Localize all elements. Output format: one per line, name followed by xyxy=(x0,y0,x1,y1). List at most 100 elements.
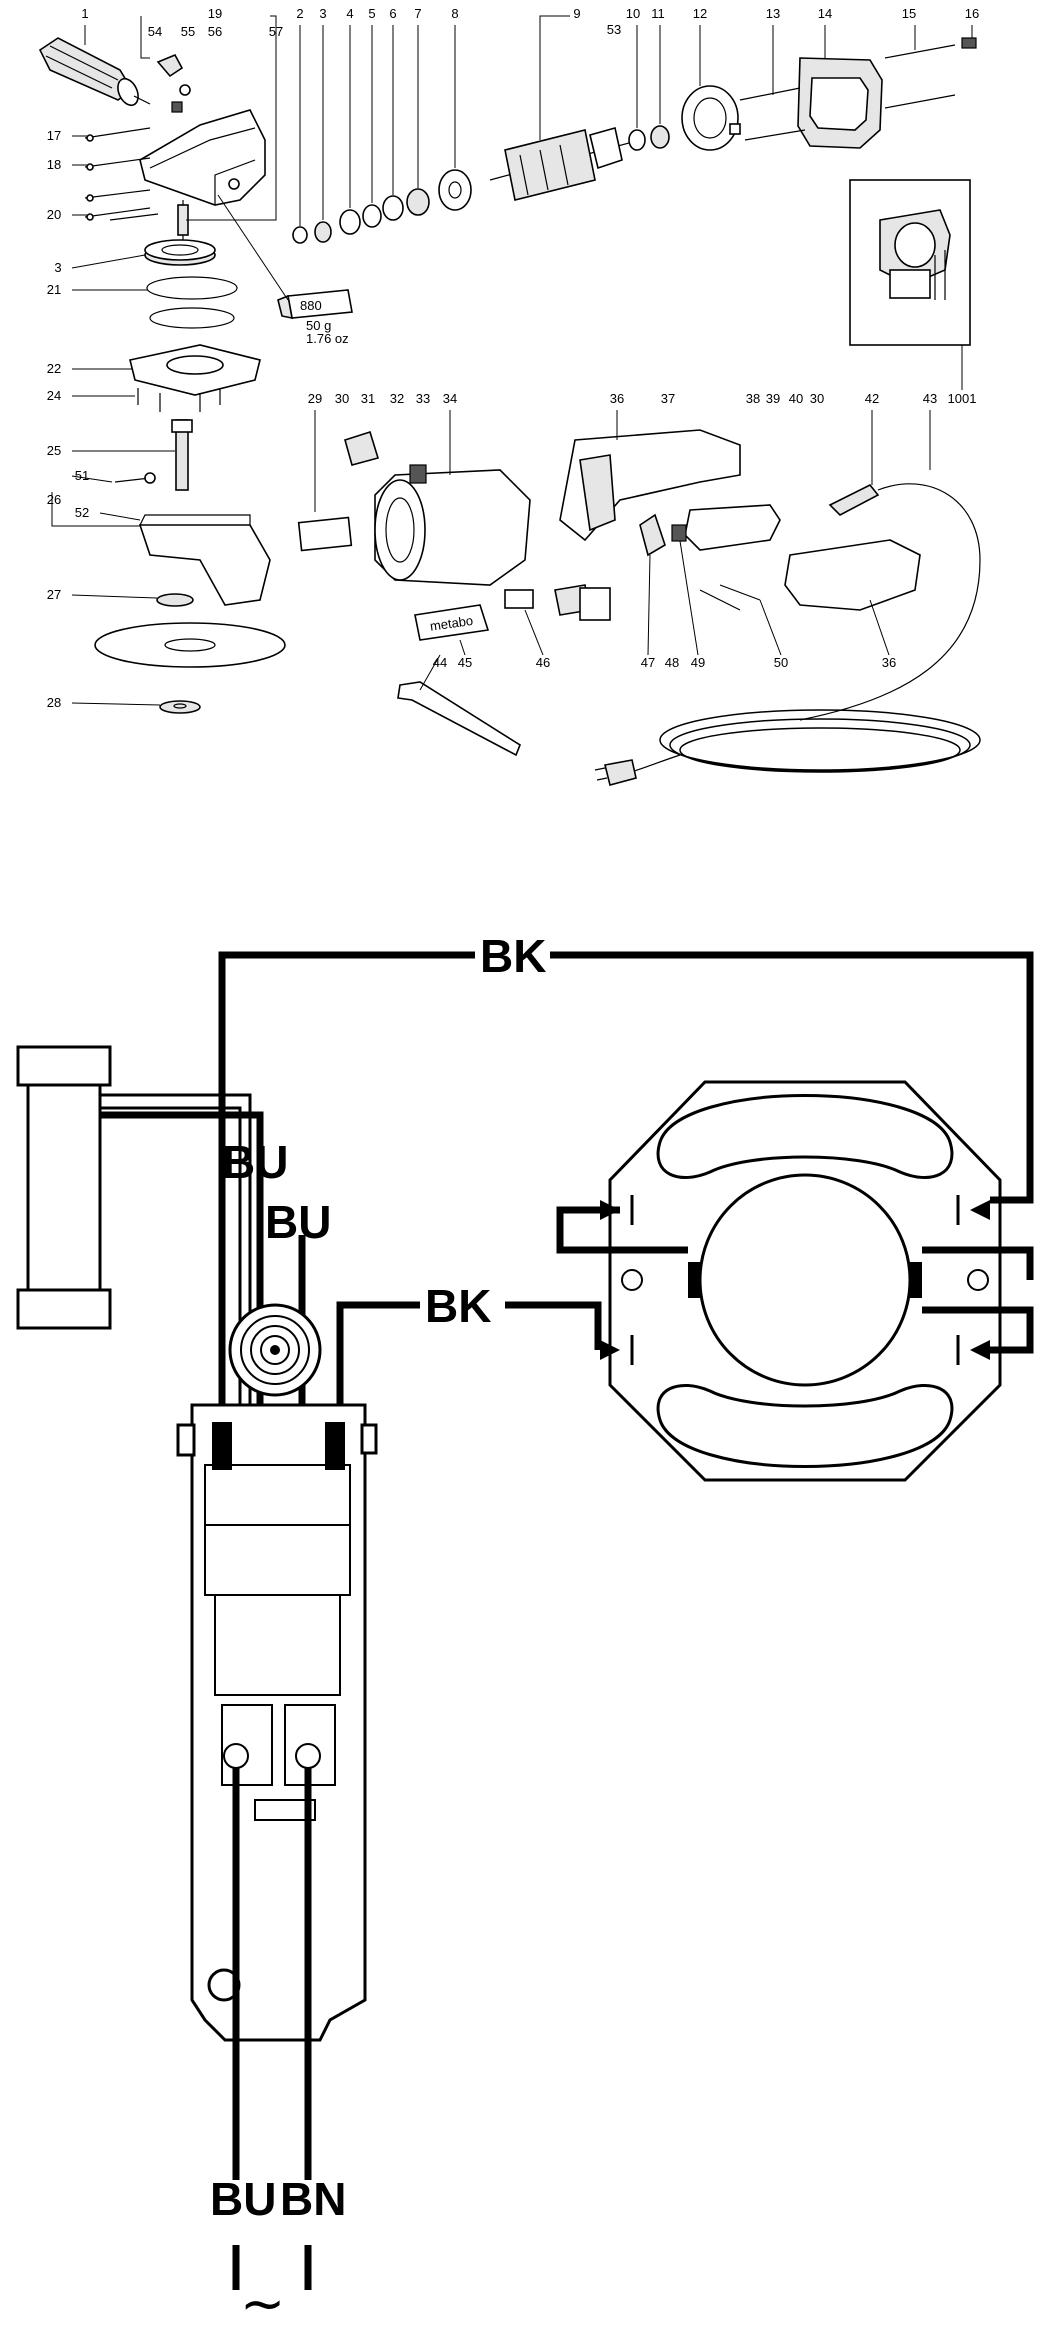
commutator xyxy=(228,1303,322,1397)
callout-c13: 13 xyxy=(766,6,780,21)
callout-c18: 18 xyxy=(47,157,61,172)
switch-body xyxy=(176,1403,378,2042)
callout-c36b: 36 xyxy=(882,655,896,670)
leader-lines xyxy=(51,15,973,706)
label-bn-bottom: BN xyxy=(280,2173,346,2225)
callout-c2: 2 xyxy=(296,6,303,21)
callout-c53: 53 xyxy=(607,22,621,37)
callout-c6: 6 xyxy=(389,6,396,21)
detail-box-1001 xyxy=(849,179,971,346)
callout-c51: 51 xyxy=(75,468,89,483)
callout-c27: 27 xyxy=(47,587,61,602)
wheel-guard xyxy=(114,472,271,606)
callout-c39: 39 xyxy=(766,391,780,406)
callout-c8: 8 xyxy=(451,6,458,21)
callout-c47: 47 xyxy=(641,655,655,670)
grease-weight-imperial: 1.76 oz xyxy=(306,331,349,346)
label-bu-right: BU xyxy=(265,1196,331,1248)
callout-c44: 44 xyxy=(433,655,447,670)
callout-c9: 9 xyxy=(573,6,580,21)
callout-c34: 34 xyxy=(443,391,457,406)
callout-c43: 43 xyxy=(923,391,937,406)
disc-assembly xyxy=(94,593,286,714)
callout-c1001: 1001 xyxy=(948,391,977,406)
power-cable xyxy=(594,483,981,786)
callout-c49: 49 xyxy=(691,655,705,670)
carbon-brushes xyxy=(884,37,977,109)
wire-bk-middle xyxy=(336,1301,602,1420)
callout-c37: 37 xyxy=(661,391,675,406)
terminal-arrows xyxy=(600,1195,990,1365)
label-bu-bottom: BU xyxy=(210,2173,276,2225)
callout-c5: 5 xyxy=(368,6,375,21)
callout-c38: 38 xyxy=(746,391,760,406)
flange-screws xyxy=(137,388,221,412)
motor-housing: metabo xyxy=(297,430,531,641)
callout-c10: 10 xyxy=(626,6,640,21)
callout-c40: 40 xyxy=(789,391,803,406)
callout-c29: 29 xyxy=(308,391,322,406)
callout-c3b: 3 xyxy=(54,260,61,275)
callout-c32: 32 xyxy=(390,391,404,406)
callout-c33: 33 xyxy=(416,391,430,406)
callout-c17: 17 xyxy=(47,128,61,143)
gear-housing xyxy=(139,53,266,206)
pin-wrench xyxy=(397,681,521,757)
callout-c3a: 3 xyxy=(319,6,326,21)
callout-c48: 48 xyxy=(665,655,679,670)
wire-bk-top xyxy=(218,951,1034,1420)
callout-c24: 24 xyxy=(47,388,61,403)
callout-c28: 28 xyxy=(47,695,61,710)
callout-c20: 20 xyxy=(47,207,61,222)
callout-c22: 22 xyxy=(47,361,61,376)
callout-c30b: 30 xyxy=(810,391,824,406)
brand-mark: metabo xyxy=(429,613,474,634)
callout-c7: 7 xyxy=(414,6,421,21)
callout-c31: 31 xyxy=(361,391,375,406)
callout-c15: 15 xyxy=(902,6,916,21)
callout-c12: 12 xyxy=(693,6,707,21)
callout-c46: 46 xyxy=(536,655,550,670)
ac-symbol: ∼ xyxy=(240,2272,285,2328)
rear-handle xyxy=(504,429,921,621)
suppressor-capacitor xyxy=(16,1045,252,1420)
grease-tube-label: 880 xyxy=(300,298,322,313)
callout-c42: 42 xyxy=(865,391,879,406)
callout-c26: 26 xyxy=(47,492,61,507)
grease-tube: 880 50 g 1.76 oz xyxy=(277,289,353,346)
callout-c56: 56 xyxy=(208,24,222,39)
callout-c11: 11 xyxy=(651,6,665,21)
wiring-diagram: BK BU BU BK BU BN ∼ xyxy=(16,930,1034,2328)
callout-c4: 4 xyxy=(346,6,353,21)
rear-bearing xyxy=(628,85,741,151)
callout-c25: 25 xyxy=(47,443,61,458)
auxiliary-handle xyxy=(38,37,151,107)
housing-screws xyxy=(84,127,159,221)
bearing-stack xyxy=(292,169,472,244)
grease-weight-metric: 50 g xyxy=(306,318,331,333)
callout-c57: 57 xyxy=(269,24,283,39)
label-bu-left: BU xyxy=(222,1136,288,1188)
callout-c55: 55 xyxy=(181,24,195,39)
stator-field xyxy=(556,1080,1034,1482)
callout-c52: 52 xyxy=(75,505,89,520)
callout-c21: 21 xyxy=(47,282,61,297)
label-bk-middle: BK xyxy=(425,1280,491,1332)
callout-c1: 1 xyxy=(81,6,88,21)
callout-c50: 50 xyxy=(774,655,788,670)
spindle xyxy=(171,419,193,491)
callout-c45: 45 xyxy=(458,655,472,670)
field-coil xyxy=(739,57,883,149)
gear-and-flange xyxy=(129,200,261,412)
label-bk-top: BK xyxy=(480,930,546,982)
armature xyxy=(489,127,641,201)
callout-c14: 14 xyxy=(818,6,832,21)
callout-c16: 16 xyxy=(965,6,979,21)
callout-c30a: 30 xyxy=(335,391,349,406)
callout-c36a: 36 xyxy=(610,391,624,406)
callout-c19: 19 xyxy=(208,6,222,21)
exploded-view: 880 50 g 1.76 oz xyxy=(38,6,981,786)
callout-c54: 54 xyxy=(148,24,162,39)
